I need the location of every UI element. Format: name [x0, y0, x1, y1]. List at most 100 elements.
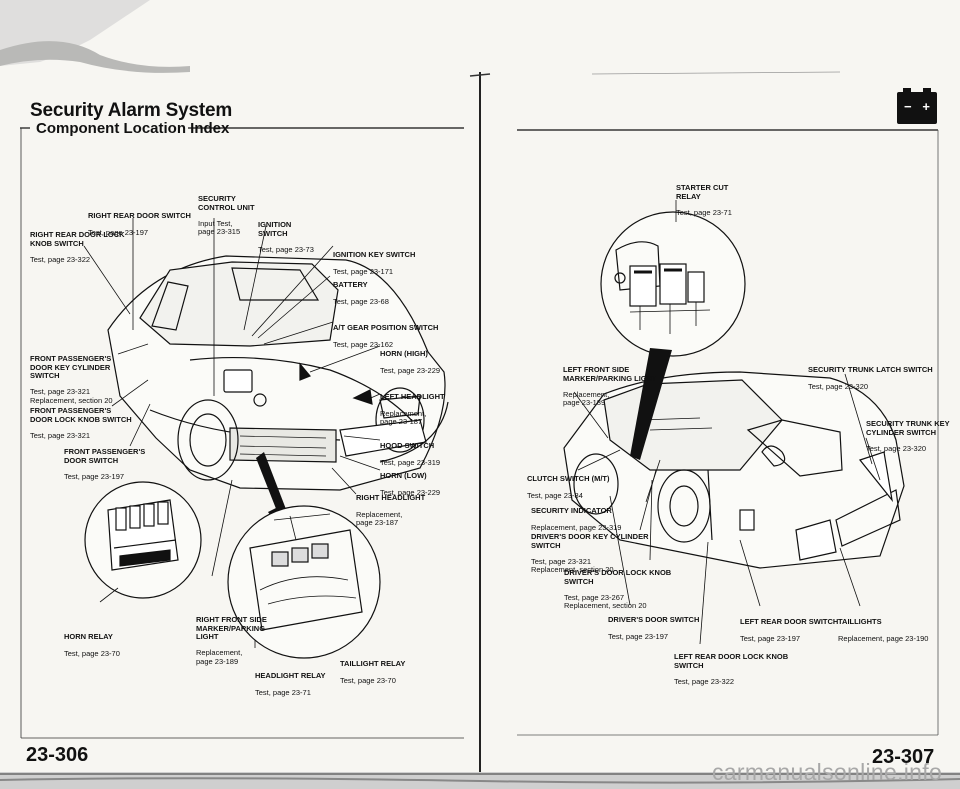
label-detail: Test, page 23-320	[866, 444, 927, 454]
right-leader-lines	[573, 200, 881, 645]
battery-icon: − +	[897, 88, 937, 124]
label-left-rear-door-lock-knob-switch: LEFT REAR DOOR LOCK KNOB SWITCH Test, pa…	[674, 645, 788, 695]
label-name: HORN (HIGH)	[380, 349, 428, 359]
label-name: TAILLIGHT RELAY	[340, 659, 406, 669]
page-title: Security Alarm System	[30, 100, 233, 121]
label-name: BATTERY	[333, 280, 368, 290]
label-name: STARTER CUT RELAY	[676, 183, 729, 201]
label-detail: Input Test, page 23-315	[198, 219, 241, 237]
label-name: DRIVER'S DOOR KEY CYLINDER SWITCH	[531, 532, 649, 550]
label-ignition-key-switch: IGNITION KEY SWITCH Test, page 23-171	[333, 243, 415, 284]
label-detail: Test, page 23-71	[255, 687, 311, 697]
page-number-right: 23-307	[872, 746, 935, 768]
callout-arrow-right	[630, 348, 672, 460]
label-name: IGNITION KEY SWITCH	[333, 250, 416, 260]
label-detail: Test, page 23-321	[30, 431, 91, 441]
label-name: TAILLIGHTS	[838, 617, 882, 627]
label-right-rear-door-lock-knob-switch: RIGHT REAR DOOR LOCK KNOB SWITCH Test, p…	[30, 223, 125, 273]
right-top-rule	[591, 71, 841, 75]
label-detail: Test, page 23-229	[380, 487, 441, 497]
watermark-text: carmanualsonline.info	[712, 759, 943, 785]
label-taillights: TAILLIGHTS Replacement, page 23-190	[838, 610, 928, 651]
label-name: LEFT REAR DOOR LOCK KNOB SWITCH	[674, 652, 789, 670]
label-headlight-relay: HEADLIGHT RELAY Test, page 23-71	[255, 664, 326, 705]
page-number-left: 23-306	[26, 744, 89, 766]
starter-relay-inset	[600, 211, 746, 357]
label-name: HOOD SWITCH	[380, 441, 435, 451]
label-name: LEFT HEADLIGHT	[380, 392, 445, 402]
label-drivers-door-lock-knob-switch: DRIVER'S DOOR LOCK KNOB SWITCH Test, pag…	[564, 561, 671, 619]
label-ignition-switch: IGNITION SWITCH Test, page 23-73	[258, 213, 314, 263]
label-left-headlight: LEFT HEADLIGHT Replacement, page 23-187	[380, 385, 445, 435]
label-detail: Replacement, page 23-187	[356, 509, 403, 528]
label-right-headlight: RIGHT HEADLIGHT Replacement, page 23-187	[356, 486, 425, 536]
label-security-indicator: SECURITY INDICATOR Replacement, page 23-…	[531, 499, 621, 540]
label-detail: Test, page 23-197	[64, 472, 125, 482]
label-detail: Test, page 23-322	[30, 255, 91, 265]
label-front-passengers-door-key-cylinder-switch: FRONT PASSENGER'S DOOR KEY CYLINDER SWIT…	[30, 347, 113, 413]
label-left-rear-door-switch: LEFT REAR DOOR SWITCH Test, page 23-197	[740, 610, 838, 651]
label-detail: Test, page 23-73	[258, 245, 314, 255]
label-at-gear-position-switch: A/T GEAR POSITION SWITCH Test, page 23-1…	[333, 316, 438, 357]
label-horn-high: HORN (HIGH) Test, page 23-229	[380, 342, 440, 383]
label-name: DRIVER'S DOOR LOCK KNOB SWITCH	[564, 568, 672, 586]
label-security-trunk-latch-switch: SECURITY TRUNK LATCH SWITCH Test, page 2…	[808, 358, 933, 399]
label-detail: Replacement, page 23-187	[380, 408, 427, 427]
label-name: A/T GEAR POSITION SWITCH	[333, 323, 439, 333]
label-name: SECURITY TRUNK KEY CYLINDER SWITCH	[866, 419, 950, 437]
label-detail: Test, page 23-71	[676, 208, 732, 218]
label-name: SECURITY CONTROL UNIT	[198, 194, 255, 212]
label-taillight-relay: TAILLIGHT RELAY Test, page 23-70	[340, 652, 405, 693]
label-clutch-switch: CLUTCH SWITCH (M/T) Test, page 23-84	[527, 467, 609, 508]
label-name: FRONT PASSENGER'S DOOR LOCK KNOB SWITCH	[30, 406, 132, 424]
label-name: SECURITY TRUNK LATCH SWITCH	[808, 365, 933, 375]
label-front-passengers-door-switch: FRONT PASSENGER'S DOOR SWITCH Test, page…	[64, 440, 145, 490]
label-right-front-side-marker: RIGHT FRONT SIDE MARKER/PARKING LIGHT Re…	[196, 608, 267, 674]
label-name: LEFT FRONT SIDE MARKER/PARKING LIGHT	[563, 365, 657, 383]
label-name: HORN RELAY	[64, 632, 113, 642]
label-front-passengers-door-lock-knob-switch: FRONT PASSENGER'S DOOR LOCK KNOB SWITCH …	[30, 399, 132, 449]
label-detail: Test, page 23-321 Replacement, section 2…	[30, 387, 113, 405]
label-drivers-door-switch: DRIVER'S DOOR SWITCH Test, page 23-197	[608, 608, 699, 649]
gutter-mark	[469, 73, 491, 77]
label-name: RIGHT HEADLIGHT	[356, 493, 426, 503]
engine-bay-inset	[227, 505, 381, 659]
label-name: FRONT PASSENGER'S DOOR KEY CYLINDER SWIT…	[30, 354, 112, 380]
label-detail: Test, page 23-321 Replacement, section 2…	[531, 557, 614, 575]
label-detail: Replacement, page 23-189	[196, 648, 243, 666]
label-detail: Test, page 23-84	[527, 490, 583, 500]
label-drivers-door-key-cylinder-switch: DRIVER'S DOOR KEY CYLINDER SWITCH Test, …	[531, 525, 649, 583]
label-detail: Test, page 23-70	[340, 675, 396, 685]
label-name: CLUTCH SWITCH (M/T)	[527, 474, 610, 484]
label-security-control-unit: SECURITY CONTROL UNIT Input Test, page 2…	[198, 187, 255, 245]
label-detail: Replacement, page 23-319	[531, 522, 622, 532]
label-detail: Test, page 23-320	[808, 381, 869, 391]
label-name: IGNITION SWITCH	[258, 220, 292, 238]
label-detail: Test, page 23-197	[88, 227, 149, 237]
label-security-trunk-key-cylinder-switch: SECURITY TRUNK KEY CYLINDER SWITCH Test,…	[866, 412, 950, 462]
label-name: SECURITY INDICATOR	[531, 506, 612, 516]
label-starter-cut-relay: STARTER CUT RELAY Test, page 23-71	[676, 176, 732, 226]
label-battery: BATTERY Test, page 23-68	[333, 273, 389, 314]
label-detail: Test, page 23-162	[333, 339, 394, 349]
label-name: DRIVER'S DOOR SWITCH	[608, 615, 700, 625]
scan-bottom-band	[0, 772, 960, 789]
label-detail: Test, page 23-197	[740, 633, 801, 643]
label-detail: Test, page 23-70	[64, 648, 120, 658]
label-name: FRONT PASSENGER'S DOOR SWITCH	[64, 447, 146, 465]
label-name: RIGHT REAR DOOR SWITCH	[88, 211, 191, 221]
label-detail: Test, page 23-322	[674, 677, 735, 687]
relay-box-inset	[84, 481, 202, 603]
label-hood-switch: HOOD SWITCH Test, page 23-319	[380, 434, 440, 475]
label-name: LEFT REAR DOOR SWITCH	[740, 617, 839, 627]
label-right-rear-door-switch: RIGHT REAR DOOR SWITCH Test, page 23-197	[88, 204, 191, 245]
label-horn-relay: HORN RELAY Test, page 23-70	[64, 625, 120, 666]
label-detail: Test, page 23-197	[608, 631, 669, 641]
label-horn-low: HORN (LOW) Test, page 23-229	[380, 464, 440, 505]
label-left-front-side-marker: LEFT FRONT SIDE MARKER/PARKING LIGHT Rep…	[563, 358, 657, 416]
label-name: HEADLIGHT RELAY	[255, 671, 326, 681]
label-detail: Test, page 23-319	[380, 457, 441, 467]
label-detail: Test, page 23-267 Replacement, section 2…	[564, 593, 647, 611]
label-detail: Replacement, page 23-189	[563, 390, 610, 408]
